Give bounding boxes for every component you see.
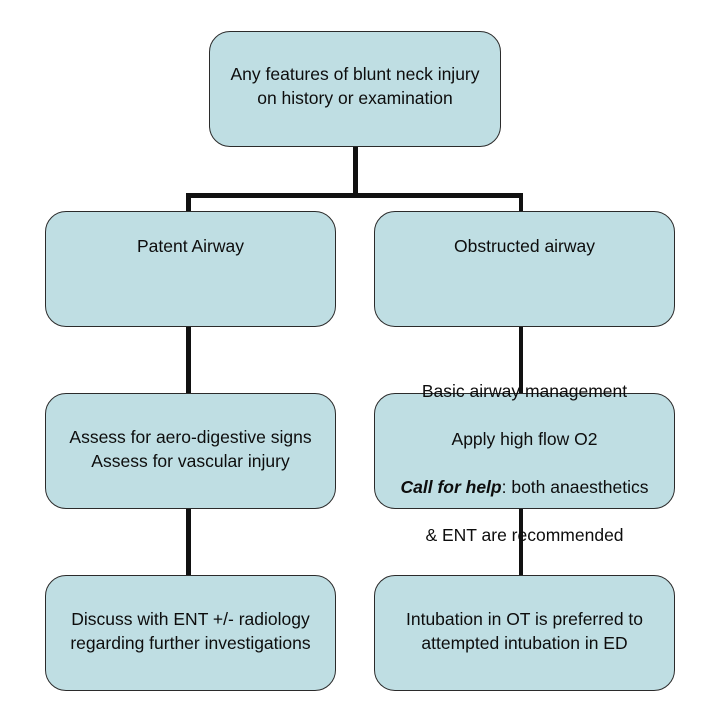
basic-airway-line-1: Basic airway management bbox=[421, 380, 628, 401]
connector-branch-left-drop bbox=[186, 193, 191, 213]
node-basic-airway: Basic airway management Apply high flow … bbox=[374, 381, 675, 545]
basic-airway-line-4: & ENT are recommended bbox=[425, 525, 624, 546]
node-obstructed-airway: Obstructed airway bbox=[374, 211, 675, 327]
node-intubation: Intubation in OT is preferred to attempt… bbox=[374, 575, 675, 691]
connector-branch-right-drop bbox=[518, 193, 523, 213]
node-discuss-ent-label: Discuss with ENT +/- radiology regarding… bbox=[70, 609, 311, 654]
connector-basic-airway-to-intubation bbox=[518, 509, 523, 576]
node-root-label: Any features of blunt neck injury on his… bbox=[230, 64, 480, 109]
node-obstructed-airway-label: Obstructed airway bbox=[453, 236, 596, 256]
connector-patent-to-assess bbox=[186, 327, 191, 394]
connector-root-stem bbox=[353, 147, 358, 198]
basic-airway-line-2: Apply high flow O2 bbox=[451, 428, 598, 449]
node-patent-airway: Patent Airway bbox=[45, 211, 336, 327]
node-basic-airway-label: Basic airway management Apply high flow … bbox=[375, 354, 674, 547]
basic-airway-line-3-rest: : both anaesthetics bbox=[501, 477, 649, 498]
node-assess-label: Assess for aero-digestive signs Assess f… bbox=[69, 427, 312, 472]
connector-branch-bar bbox=[186, 193, 523, 198]
node-intubation-label: Intubation in OT is preferred to attempt… bbox=[405, 609, 644, 654]
node-root: Any features of blunt neck injury on his… bbox=[209, 31, 501, 147]
node-patent-airway-label: Patent Airway bbox=[137, 236, 244, 256]
node-discuss-ent: Discuss with ENT +/- radiology regarding… bbox=[45, 575, 336, 691]
node-assess: Assess for aero-digestive signs Assess f… bbox=[45, 393, 336, 509]
connector-obstructed-to-basic-airway bbox=[518, 327, 523, 394]
connector-assess-to-discuss bbox=[186, 509, 191, 576]
basic-airway-call-for-help-emphasis: Call for help bbox=[400, 477, 502, 498]
